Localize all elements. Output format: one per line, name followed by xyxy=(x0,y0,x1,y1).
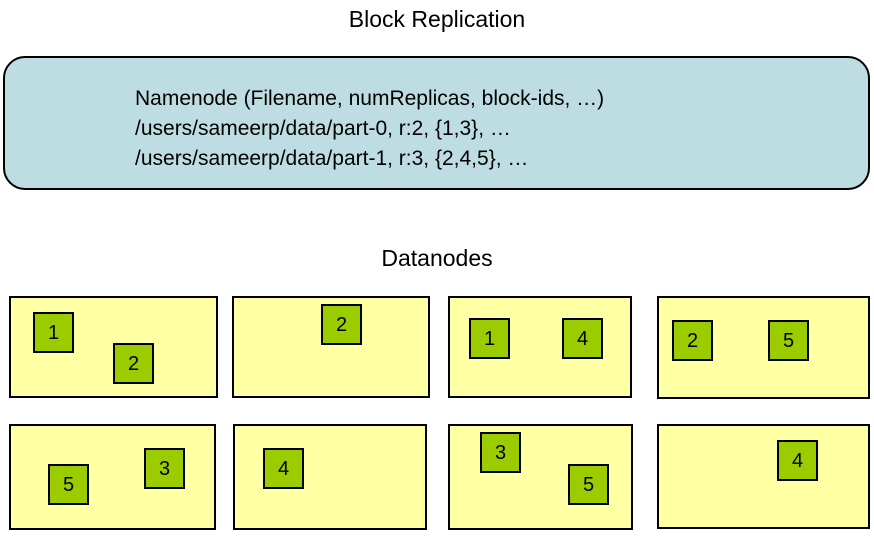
block-square: 4 xyxy=(562,318,603,359)
block-square: 5 xyxy=(48,464,89,505)
datanodes-heading: Datanodes xyxy=(381,245,493,271)
block-square: 1 xyxy=(33,312,74,353)
namenode-text: Namenode (Filename, numReplicas, block-i… xyxy=(135,84,604,174)
block-square: 3 xyxy=(144,448,185,489)
namenode-box: Namenode (Filename, numReplicas, block-i… xyxy=(3,56,870,190)
block-square: 2 xyxy=(321,304,362,345)
datanode-box-6: 4 xyxy=(233,424,427,530)
datanode-box-4: 2 5 xyxy=(657,296,870,399)
namenode-header-line: Namenode (Filename, numReplicas, block-i… xyxy=(135,87,605,110)
block-square: 4 xyxy=(263,448,304,489)
block-square: 4 xyxy=(777,440,818,481)
diagram-title: Block Replication xyxy=(348,6,526,32)
block-square: 2 xyxy=(113,343,154,384)
datanode-box-7: 3 5 xyxy=(448,424,633,530)
datanode-box-3: 1 4 xyxy=(448,296,632,398)
datanode-box-1: 1 2 xyxy=(9,296,218,398)
block-square: 5 xyxy=(568,464,609,505)
datanode-box-5: 5 3 xyxy=(9,424,216,530)
datanode-box-2: 2 xyxy=(232,296,430,398)
datanode-box-8: 4 xyxy=(657,424,870,529)
block-square: 5 xyxy=(768,320,809,361)
block-square: 2 xyxy=(672,320,713,361)
namenode-file-entry-part1: /users/sameerp/data/part-1, r:3, {2,4,5}… xyxy=(135,147,529,170)
namenode-file-entry-part0: /users/sameerp/data/part-0, r:2, {1,3}, … xyxy=(135,117,511,140)
block-square: 3 xyxy=(480,432,521,473)
block-square: 1 xyxy=(469,318,510,359)
